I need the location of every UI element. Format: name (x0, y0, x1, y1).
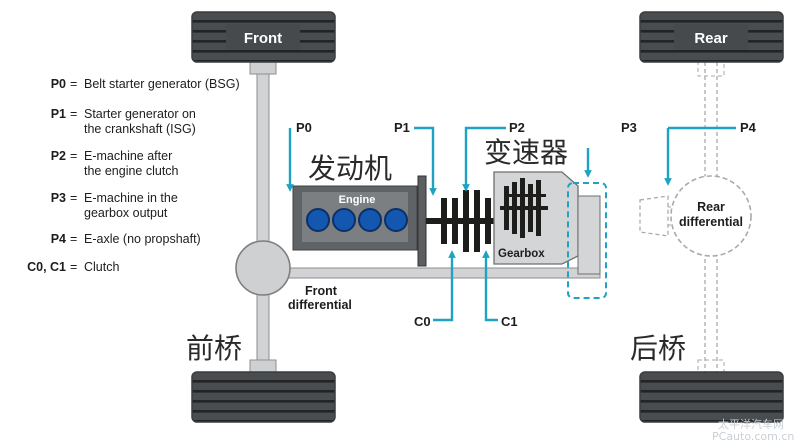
legend-key: P3 (51, 191, 66, 205)
gearbox-output (577, 195, 601, 275)
p3-highlight-box (567, 182, 607, 299)
p4-label: P4 (740, 120, 757, 135)
legend-description: Belt starter generator (BSG) (84, 77, 240, 91)
clutch-stack (426, 190, 496, 252)
piston-3 (358, 208, 382, 232)
front-wheel-top: Front (191, 11, 336, 63)
front-wheel-label: Front (244, 30, 282, 47)
p1-label: P1 (394, 120, 410, 135)
p0-label: P0 (296, 120, 312, 135)
front-axle-shaft (256, 59, 270, 379)
rear-diff-label-2: differential (679, 215, 743, 229)
legend-key: P4 (51, 232, 66, 246)
front-axle-assembly (249, 59, 277, 379)
gearbox-cn-label: 变速器 (484, 136, 568, 169)
legend-equals: = (70, 232, 77, 246)
legend-equals: = (70, 260, 77, 274)
legend-key: P1 (51, 107, 66, 121)
piston-1 (306, 208, 330, 232)
p3-label: P3 (621, 120, 637, 135)
legend-description: the engine clutch (84, 164, 179, 178)
c0-label: C0 (414, 314, 431, 329)
c1-arrow (482, 250, 498, 322)
front-axle-cn-label: 前桥 (186, 332, 242, 365)
p1-arrow (414, 126, 437, 196)
p2-label: P2 (509, 120, 525, 135)
watermark-line-1: 太平洋汽车网 (718, 417, 784, 431)
legend-equals: = (70, 149, 77, 163)
rear-wheel-top: Rear (639, 11, 784, 63)
legend-equals: = (70, 77, 77, 91)
front-diff-label-2: differential (288, 298, 352, 312)
gearbox: Gearbox (493, 171, 601, 275)
flywheel (417, 175, 427, 267)
legend-equals: = (70, 191, 77, 205)
legend-description: Starter generator on (84, 107, 196, 121)
engine-cn-label: 发动机 (308, 152, 392, 185)
piston-4 (384, 208, 408, 232)
legend-description: E-machine after (84, 149, 172, 163)
legend-description: Clutch (84, 260, 119, 274)
clutch-plate-c1 (485, 198, 491, 244)
rear-wheel-bottom (639, 371, 784, 423)
rear-differential: Rear differential (670, 175, 752, 257)
rear-axle-cn-label: 后桥 (630, 332, 686, 365)
rear-wheel-label: Rear (694, 30, 728, 47)
gear-set (500, 178, 548, 238)
legend-equals: = (70, 107, 77, 121)
legend-key: P2 (51, 149, 66, 163)
legend: P0 = Belt starter generator (BSG) P1 = Starte… (27, 77, 240, 274)
rear-diff-label-1: Rear (697, 200, 725, 214)
engine: Engine (292, 185, 418, 251)
e-machine-p2-plate-1 (463, 190, 469, 252)
front-differential: Front differential (235, 240, 601, 312)
legend-key: C0, C1 (27, 260, 66, 274)
front-diff-label-1: Front (305, 284, 338, 298)
c0-arrow (433, 250, 456, 322)
watermark-line-2: PCauto.com.cn (712, 430, 794, 443)
legend-description: gearbox output (84, 206, 168, 220)
legend-description: E-axle (no propshaft) (84, 232, 201, 246)
front-wheel-bottom (191, 371, 336, 423)
rear-axle-assembly (639, 61, 725, 375)
p2-arrow (462, 126, 506, 192)
gearbox-label: Gearbox (498, 248, 545, 260)
legend-key: P0 (51, 77, 66, 91)
engine-label: Engine (339, 194, 376, 206)
legend-description: E-machine in the (84, 191, 178, 205)
clutch-plate-c0 (441, 198, 447, 244)
c1-label: C1 (501, 314, 518, 329)
legend-description: the crankshaft (ISG) (84, 122, 196, 136)
position-arrows (286, 126, 736, 322)
piston-2 (332, 208, 356, 232)
